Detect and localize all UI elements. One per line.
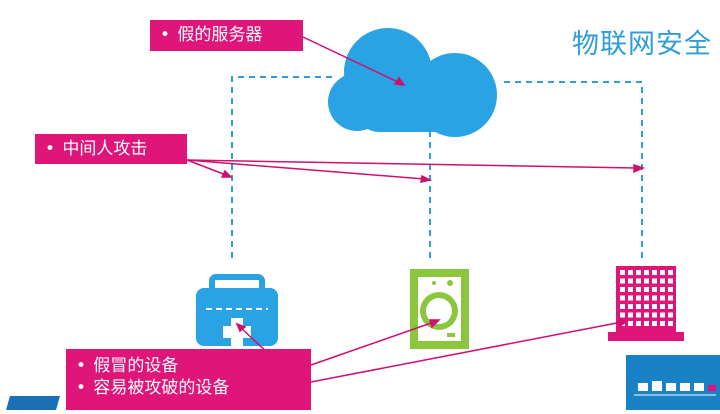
building-window xyxy=(628,287,633,292)
building-window xyxy=(628,304,633,309)
building-window xyxy=(668,270,673,275)
building-window xyxy=(644,304,649,309)
building-window xyxy=(644,287,649,292)
building-window xyxy=(652,321,657,326)
building-window xyxy=(660,312,665,318)
mitm-text: 中间人攻击 xyxy=(62,139,148,159)
vulnerable-device-text: 容易被攻破的设备 xyxy=(93,378,230,398)
building-window xyxy=(668,295,673,301)
network-lines xyxy=(231,76,643,258)
fake-server-label: • 假的服务器 xyxy=(150,20,303,51)
building-icon xyxy=(608,266,684,341)
network-line-right xyxy=(500,81,643,258)
fake-device-text: 假冒的设备 xyxy=(93,356,179,376)
fake-server-text: 假的服务器 xyxy=(177,25,263,45)
arrowhead xyxy=(633,163,646,174)
arrowhead xyxy=(220,169,233,178)
building-window xyxy=(652,312,657,318)
arrow-mitm-left xyxy=(186,159,227,176)
arrowhead xyxy=(393,76,406,86)
building-window xyxy=(668,278,673,284)
building-window xyxy=(628,278,633,284)
building-window xyxy=(660,278,665,284)
building-window xyxy=(652,278,657,284)
arrow-device-building xyxy=(310,321,623,383)
building-window xyxy=(668,312,673,318)
arrowhead xyxy=(618,318,629,328)
arrow-mitm-right xyxy=(186,159,637,169)
building-window xyxy=(660,295,665,301)
building-window xyxy=(636,295,641,301)
building-window xyxy=(620,287,625,292)
bullet: • xyxy=(75,356,87,376)
building-window xyxy=(620,295,625,301)
washing-machine-icon xyxy=(410,269,469,349)
bullet: • xyxy=(75,378,87,398)
bullet: • xyxy=(159,25,171,45)
attack-arrows xyxy=(186,36,646,383)
building-window xyxy=(652,295,657,301)
building-window xyxy=(652,287,657,292)
building-window xyxy=(628,312,633,318)
building-window xyxy=(660,321,665,326)
building-window xyxy=(636,312,641,318)
building-window xyxy=(636,304,641,309)
st-logo-icon xyxy=(6,396,60,410)
thumbnail-graphic xyxy=(626,355,720,410)
medical-kit-icon xyxy=(196,274,278,346)
thumbnail-image xyxy=(626,355,720,410)
building-window xyxy=(628,321,633,326)
page-title: 物联网安全 xyxy=(572,29,712,60)
building-window xyxy=(620,312,625,318)
building-window xyxy=(620,270,625,275)
building-window xyxy=(636,270,641,275)
building-window xyxy=(644,278,649,284)
building-window xyxy=(644,321,649,326)
building-window xyxy=(644,312,649,318)
building-window xyxy=(644,295,649,301)
building-window xyxy=(660,304,665,309)
building-window xyxy=(620,304,625,309)
arrow-device-washer xyxy=(310,321,435,366)
building-window xyxy=(644,270,649,275)
building-window xyxy=(660,287,665,292)
building-window xyxy=(628,295,633,301)
arrowhead xyxy=(420,174,433,183)
building-window xyxy=(668,304,673,309)
building-window xyxy=(636,278,641,284)
cloud-icon xyxy=(328,28,497,137)
building-window xyxy=(668,287,673,292)
building-window xyxy=(652,304,657,309)
building-window xyxy=(636,321,641,326)
network-line-left xyxy=(231,76,335,258)
devices-label: • 假冒的设备 • 容易被攻破的设备 xyxy=(66,349,311,410)
arrow-fake-server xyxy=(302,36,401,84)
building-window xyxy=(628,270,633,275)
arrowhead xyxy=(235,322,247,333)
devices-line-1: • 假冒的设备 xyxy=(74,355,303,377)
mitm-label: • 中间人攻击 xyxy=(35,134,187,164)
building-window xyxy=(668,321,673,326)
arrowhead xyxy=(429,319,441,329)
building-window xyxy=(620,278,625,284)
arrow-mitm-middle xyxy=(186,159,425,180)
building-window xyxy=(660,270,665,275)
building-window xyxy=(652,270,657,275)
devices-line-2: • 容易被攻破的设备 xyxy=(74,377,303,399)
building-window xyxy=(636,287,641,292)
bullet: • xyxy=(44,139,56,159)
